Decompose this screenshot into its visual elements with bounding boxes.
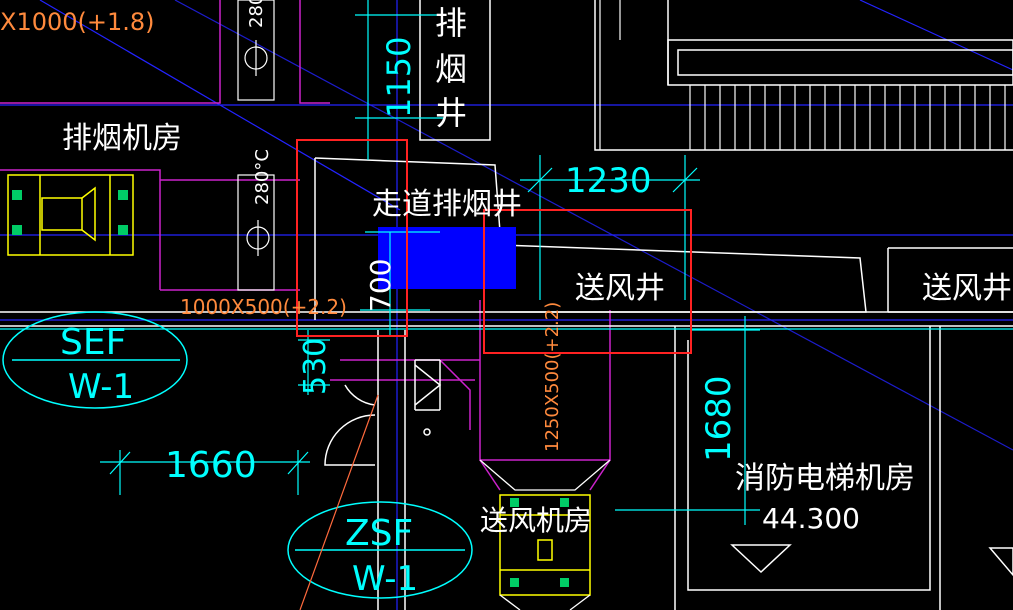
duct-size-1000x500: 1000X500(+2.2) [180,295,347,319]
highlight-box-corridor-shaft [296,139,408,337]
supply-shaft-label-2: 送风井 [922,271,1012,306]
duct-outlines [0,0,611,491]
corridor-smoke-shaft-label: 走道排烟井 [372,187,522,222]
fire-dampers [237,0,275,291]
temp-label-top: 280 [246,0,267,28]
duct-opening-fill [378,227,516,289]
smoke-shaft-label-2: 烟 [435,50,467,88]
smoke-shaft-label-1: 排 [435,4,467,42]
supply-fan-grid-marks [510,498,569,587]
dimension-1230: 1230 [565,161,652,201]
dimension-1660: 1660 [165,445,257,486]
elevation-label: 44.300 [762,502,860,535]
section-line [299,394,379,610]
supply-fan-hopper [479,459,611,610]
temp-label-280c: 280°C [252,149,273,205]
dimension-1150: 1150 [380,37,418,118]
smoke-fan-room-label: 排烟机房 [62,121,182,156]
fan-tag-zsf: ZSF [345,513,413,554]
smoke-shaft-label-3: 井 [435,94,467,132]
supply-shaft-label-1: 送风井 [575,271,665,306]
dimension-700: 700 [364,259,397,312]
fan-tag-w1: W-1 [68,367,134,407]
duct-size-label-top: X1000(+1.8) [0,8,155,36]
highlight-box-supply-shaft [483,209,692,354]
dimension-530: 530 [298,338,333,395]
supply-fan-unit [499,494,591,596]
dimension-1680: 1680 [699,375,739,462]
stair-treads [599,0,1006,150]
fan-tag-w1-b: W-1 [352,559,418,599]
smoke-fan-unit [7,174,134,256]
dimension-lines [0,0,1013,525]
duct-size-1250x500: 1250X500(+2.2) [542,302,563,452]
smoke-fan-grid-marks [12,190,128,235]
fire-elevator-room-label: 消防电梯机房 [735,461,915,496]
elevation-marks [730,544,1013,577]
fan-tag-ellipses [2,311,473,599]
supply-fan-room-label: 送风机房 [480,504,592,537]
fan-tag-sef: SEF [60,322,126,363]
